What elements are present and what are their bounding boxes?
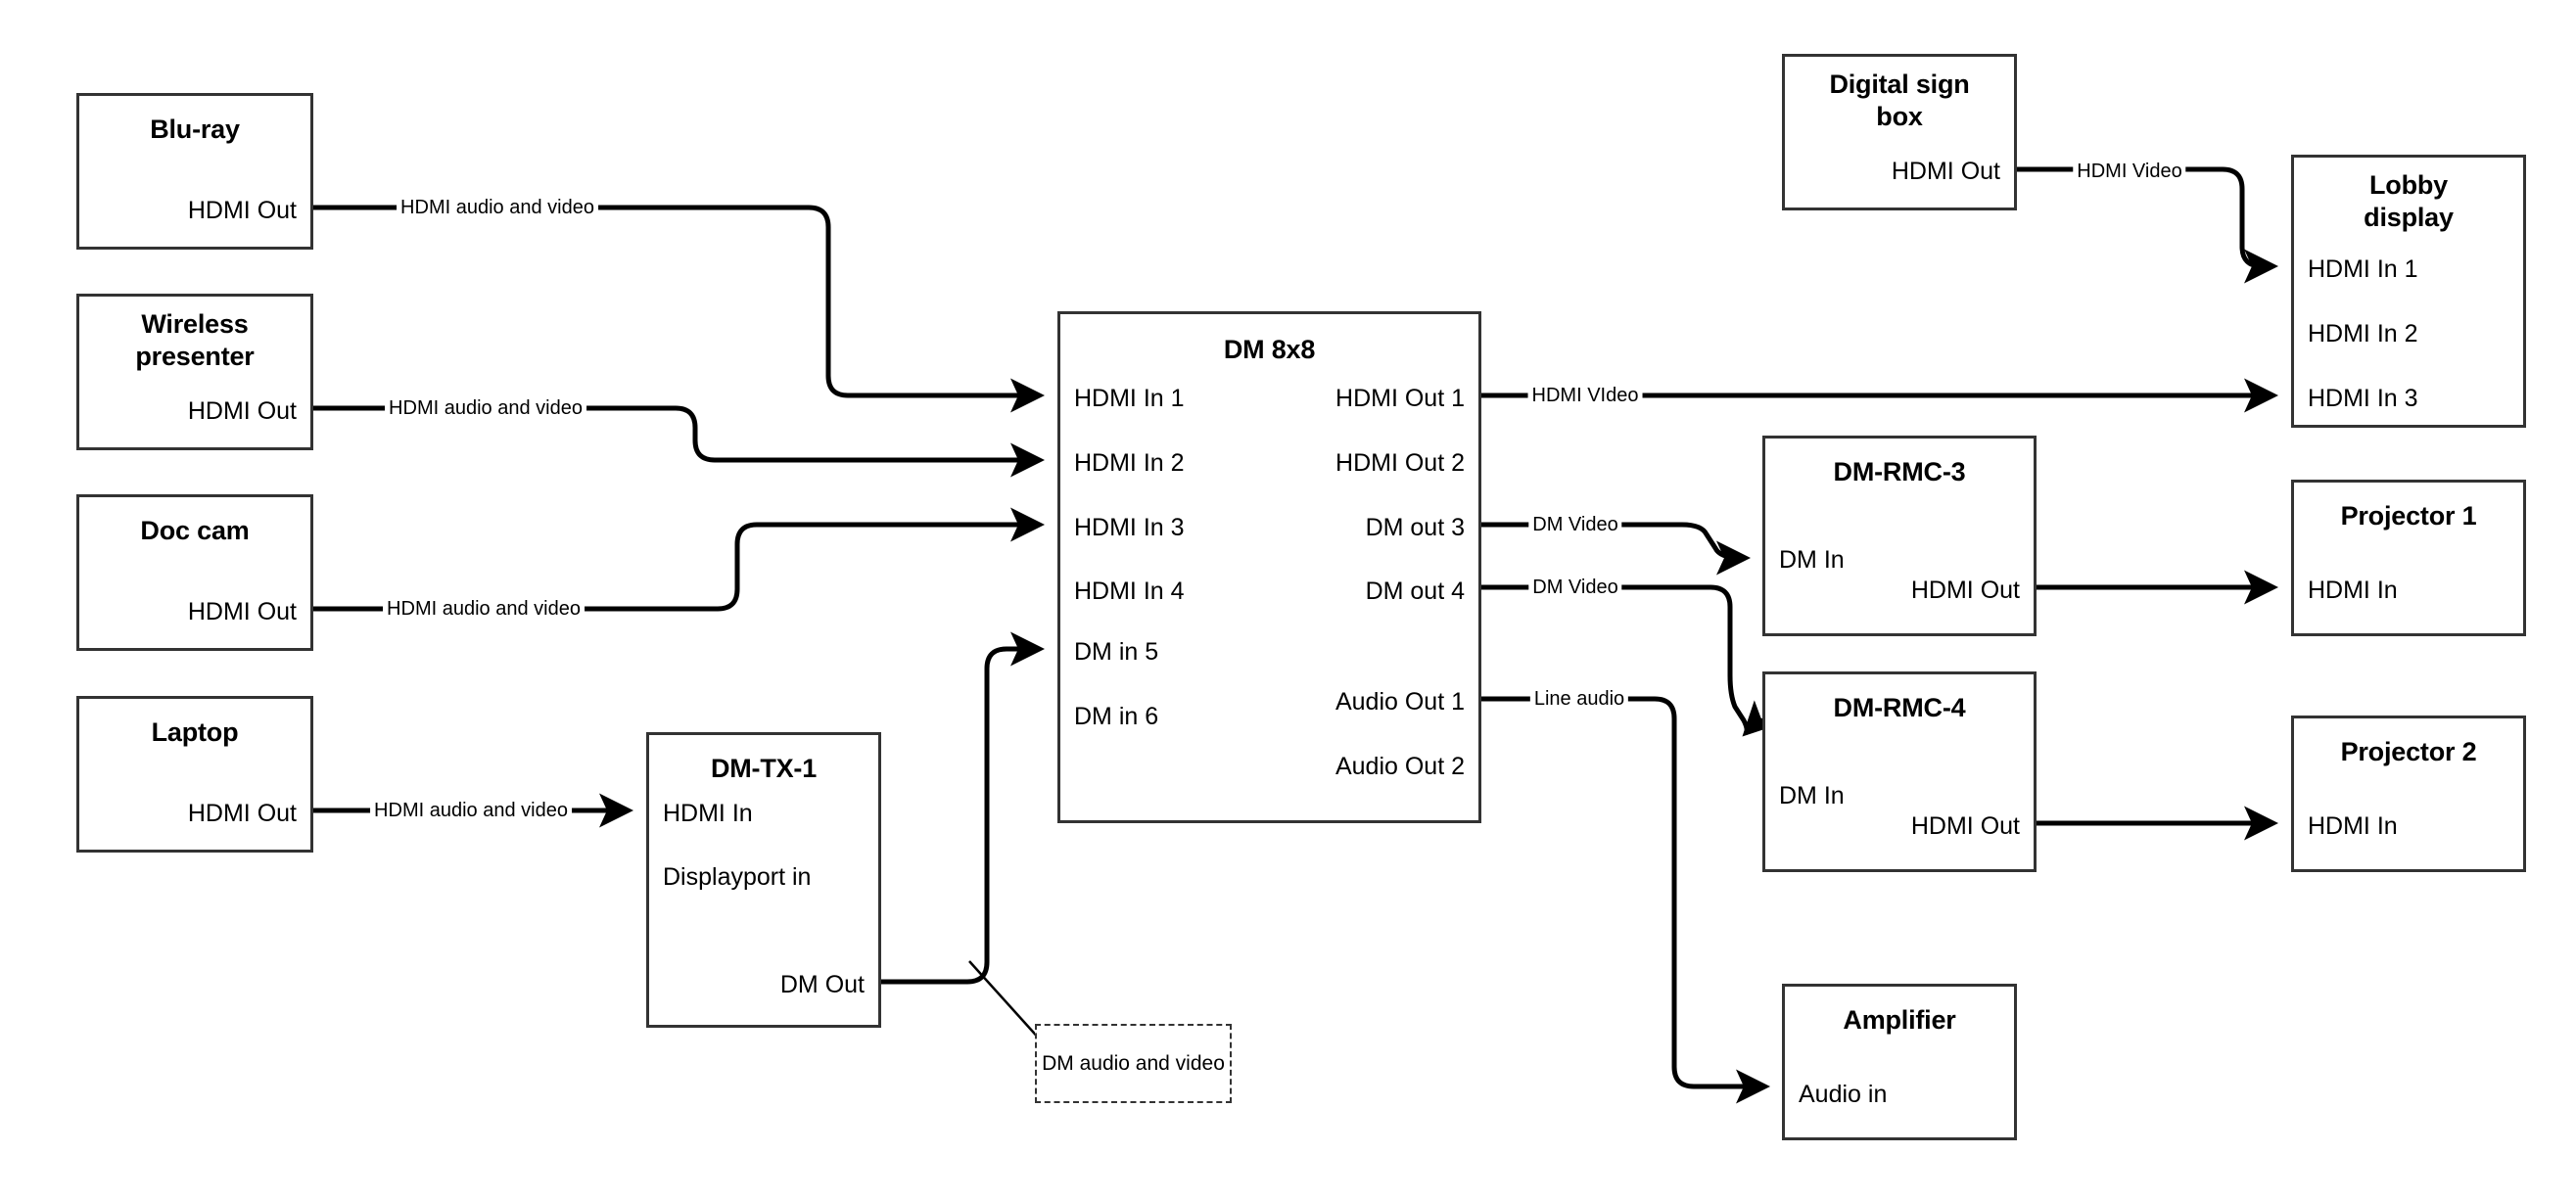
edge-label-dmout4-to-dmrmc4: DM Video (1528, 576, 1622, 599)
node-laptop-port-hdmi-out: HDMI Out (187, 800, 297, 827)
node-wireless-presenter-port-hdmi-out: HDMI Out (187, 397, 297, 425)
node-dm-8x8-input-dm-in-5: DM in 5 (1074, 638, 1159, 666)
node-dm-rmc-3[interactable]: DM-RMC-3 DM In HDMI Out (1762, 436, 2037, 636)
node-dm-8x8-input-hdmi-in-2: HDMI In 2 (1074, 449, 1185, 477)
node-laptop-title: Laptop (151, 717, 239, 747)
node-laptop[interactable]: Laptop HDMI Out (76, 696, 313, 853)
node-dm-8x8-output-dm-out-4: DM out 4 (1365, 577, 1465, 605)
node-doc-cam[interactable]: Doc cam HDMI Out (76, 494, 313, 651)
callout-dm-audio-and-video: DM audio and video (1035, 1024, 1232, 1103)
node-projector-2-port-hdmi-in: HDMI In (2308, 812, 2398, 840)
node-dm-8x8-output-dm-out-3: DM out 3 (1365, 514, 1465, 541)
wire-dmout4-to-dmrmc4 (1481, 584, 1779, 737)
node-dm-8x8-input-dm-in-6: DM in 6 (1074, 703, 1159, 730)
node-dm-8x8-input-hdmi-in-3: HDMI In 3 (1074, 514, 1185, 541)
wire-sign-to-lobby (2017, 166, 2278, 284)
node-dm-8x8-output-hdmi-out-1: HDMI Out 1 (1335, 385, 1465, 412)
node-amplifier-title: Amplifier (1843, 1005, 1956, 1035)
node-dm-rmc-4-port-hdmi-out: HDMI Out (1910, 812, 2020, 840)
node-dm-tx-1-port-hdmi-in: HDMI In (663, 800, 753, 827)
node-dm-8x8-output-audio-out-1: Audio Out 1 (1335, 688, 1465, 716)
edge-label-wireless-to-dm8x8: HDMI audio and video (385, 396, 586, 420)
node-dm-rmc-4[interactable]: DM-RMC-4 DM In HDMI Out (1762, 671, 2037, 872)
node-dm-rmc-3-port-dm-in: DM In (1779, 546, 1845, 574)
node-projector-2-title: Projector 2 (2340, 737, 2477, 766)
node-projector-1-title: Projector 1 (2340, 501, 2477, 531)
node-digital-sign-box-title: Digital sign box (1829, 69, 1970, 131)
edge-label-dmout3-to-dmrmc3: DM Video (1528, 513, 1622, 536)
node-dm-tx-1-port-displayport-in: Displayport in (663, 863, 812, 891)
node-dm-8x8-input-hdmi-in-4: HDMI In 4 (1074, 577, 1185, 605)
node-lobby-display-input-hdmi-in-1: HDMI In 1 (2308, 255, 2418, 283)
node-dm-rmc-4-port-dm-in: DM In (1779, 782, 1845, 809)
wire-audioout1-to-amplifier (1481, 696, 1770, 1104)
edge-label-laptop-to-dmtx1: HDMI audio and video (370, 799, 572, 822)
node-dm-tx-1-port-dm-out: DM Out (779, 971, 865, 998)
node-dm-rmc-4-title: DM-RMC-4 (1833, 693, 1966, 722)
node-dm-8x8-output-audio-out-2: Audio Out 2 (1335, 753, 1465, 780)
node-dm-8x8-input-hdmi-in-1: HDMI In 1 (1074, 385, 1185, 412)
node-digital-sign-box-port-hdmi-out: HDMI Out (1891, 158, 2000, 185)
node-projector-2[interactable]: Projector 2 HDMI In (2291, 716, 2526, 872)
node-digital-sign-box[interactable]: Digital sign box HDMI Out (1782, 54, 2017, 210)
node-dm-8x8-output-hdmi-out-2: HDMI Out 2 (1335, 449, 1465, 477)
node-dm-rmc-3-port-hdmi-out: HDMI Out (1910, 577, 2020, 604)
node-lobby-display-title: Lobby display (2364, 170, 2454, 232)
node-projector-1-port-hdmi-in: HDMI In (2308, 577, 2398, 604)
node-bluray-port-hdmi-out: HDMI Out (187, 197, 297, 224)
node-dm-8x8[interactable]: DM 8x8 HDMI In 1 HDMI In 2 HDMI In 3 HDM… (1057, 311, 1481, 823)
edge-label-audioout1-to-amp: Line audio (1529, 687, 1629, 711)
node-projector-1[interactable]: Projector 1 HDMI In (2291, 480, 2526, 636)
node-dm-tx-1-title: DM-TX-1 (710, 754, 818, 783)
node-amplifier[interactable]: Amplifier Audio in (1782, 984, 2017, 1140)
node-bluray-title: Blu-ray (150, 115, 240, 144)
node-amplifier-port-audio-in: Audio in (1799, 1081, 1888, 1108)
node-lobby-display-input-hdmi-in-2: HDMI In 2 (2308, 320, 2418, 347)
node-wireless-presenter-title: Wireless presenter (135, 309, 255, 371)
wire-dmtx1-to-dm8x8 (881, 631, 1045, 985)
edge-label-bluray-to-dm8x8: HDMI audio and video (397, 196, 598, 219)
node-dm-tx-1[interactable]: DM-TX-1 HDMI In Displayport in DM Out (646, 732, 881, 1028)
node-dm-8x8-title: DM 8x8 (1223, 335, 1316, 364)
node-doc-cam-title: Doc cam (140, 516, 250, 545)
node-bluray[interactable]: Blu-ray HDMI Out (76, 93, 313, 250)
edge-label-sign-to-lobby: HDMI Video (2073, 160, 2186, 183)
node-doc-cam-port-hdmi-out: HDMI Out (187, 598, 297, 625)
node-lobby-display-input-hdmi-in-3: HDMI In 3 (2308, 385, 2418, 412)
node-wireless-presenter[interactable]: Wireless presenter HDMI Out (76, 294, 313, 450)
edge-label-hdmiout1-to-lobby: HDMI VIdeo (1527, 384, 1643, 407)
node-lobby-display[interactable]: Lobby display HDMI In 1 HDMI In 2 HDMI I… (2291, 155, 2526, 428)
node-dm-rmc-3-title: DM-RMC-3 (1833, 457, 1966, 486)
wire-bluray-to-dm8x8 (313, 205, 1045, 413)
edge-label-doccam-to-dm8x8: HDMI audio and video (383, 597, 585, 621)
